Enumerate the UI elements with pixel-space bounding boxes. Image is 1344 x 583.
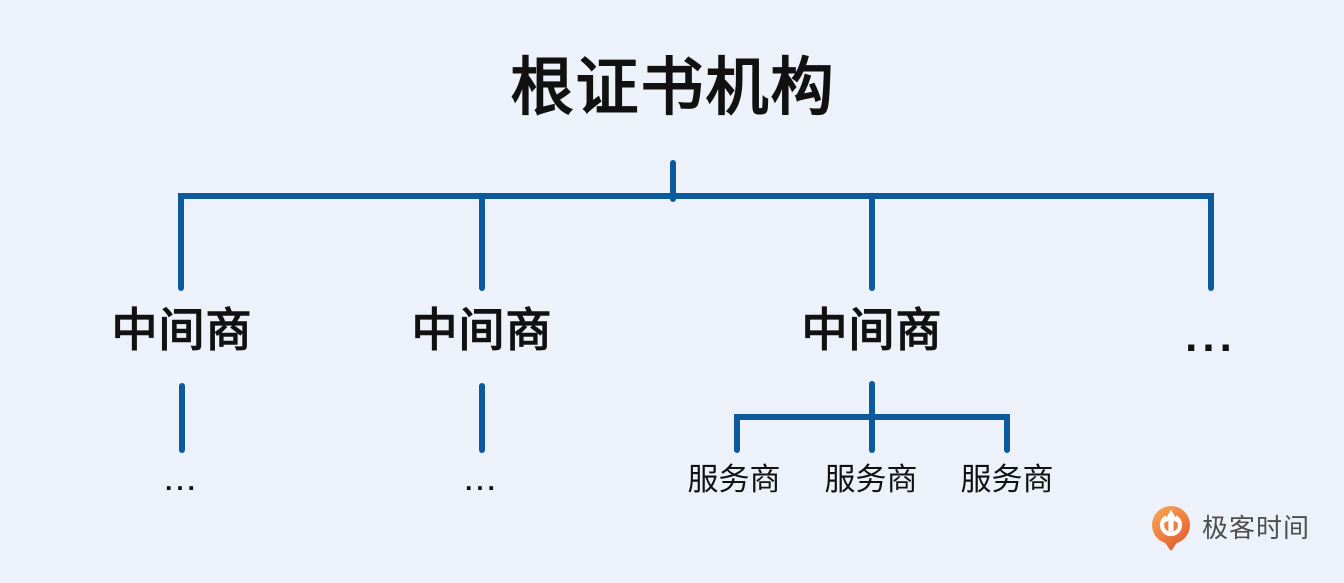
service-provider-1-label: 服务商	[687, 462, 781, 497]
intermediate-node-3-label: 中间商	[801, 304, 943, 356]
connector-branch3-bracket	[734, 414, 1010, 453]
geektime-watermark: 极客时间	[1149, 504, 1310, 552]
root-node-label: 根证书机构	[510, 53, 836, 123]
connector-level1-bracket	[178, 193, 1214, 291]
service-provider-2-label: 服务商	[824, 462, 918, 497]
service-provider-3-label: 服务商	[960, 462, 1054, 497]
geektime-brand-name: 极客时间	[1202, 513, 1311, 543]
intermediate-node-2-label: 中间商	[411, 304, 553, 356]
more-intermediates-ellipsis: ...	[1185, 312, 1237, 361]
geektime-logo-icon	[1152, 506, 1190, 551]
intermediate-1-children-ellipsis: ...	[165, 466, 199, 496]
intermediate-2-children-ellipsis: ...	[465, 466, 499, 496]
intermediate-node-1-label: 中间商	[111, 304, 253, 356]
